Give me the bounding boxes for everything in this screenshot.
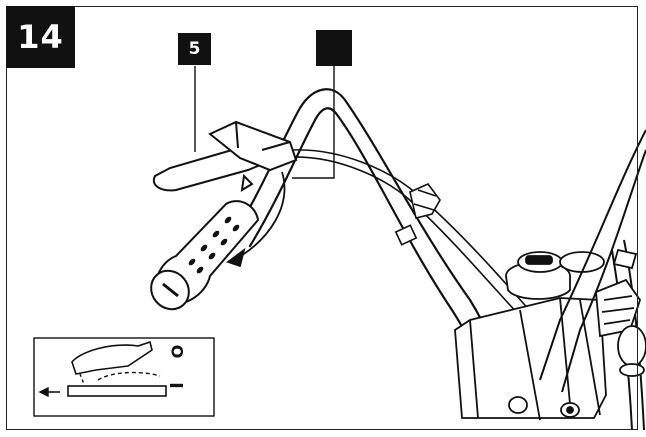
callout-label-5: 5 [178, 33, 211, 65]
inset-position-off-label: O [167, 344, 187, 359]
callout-leader-lines [194, 66, 335, 179]
rotation-arrow-icon [226, 171, 286, 268]
handle-grip [150, 200, 260, 311]
grip-pattern [188, 216, 240, 274]
step-number-badge: 14 [6, 6, 75, 68]
inset-panel [33, 337, 215, 417]
throttle-lever [152, 120, 298, 192]
inset-position-on-label: I [164, 382, 186, 389]
callout-label-blank [316, 30, 352, 66]
machine-body [454, 297, 607, 421]
right-mechanism [595, 248, 646, 377]
cable-clip [394, 183, 441, 246]
figure-frame [6, 6, 638, 430]
